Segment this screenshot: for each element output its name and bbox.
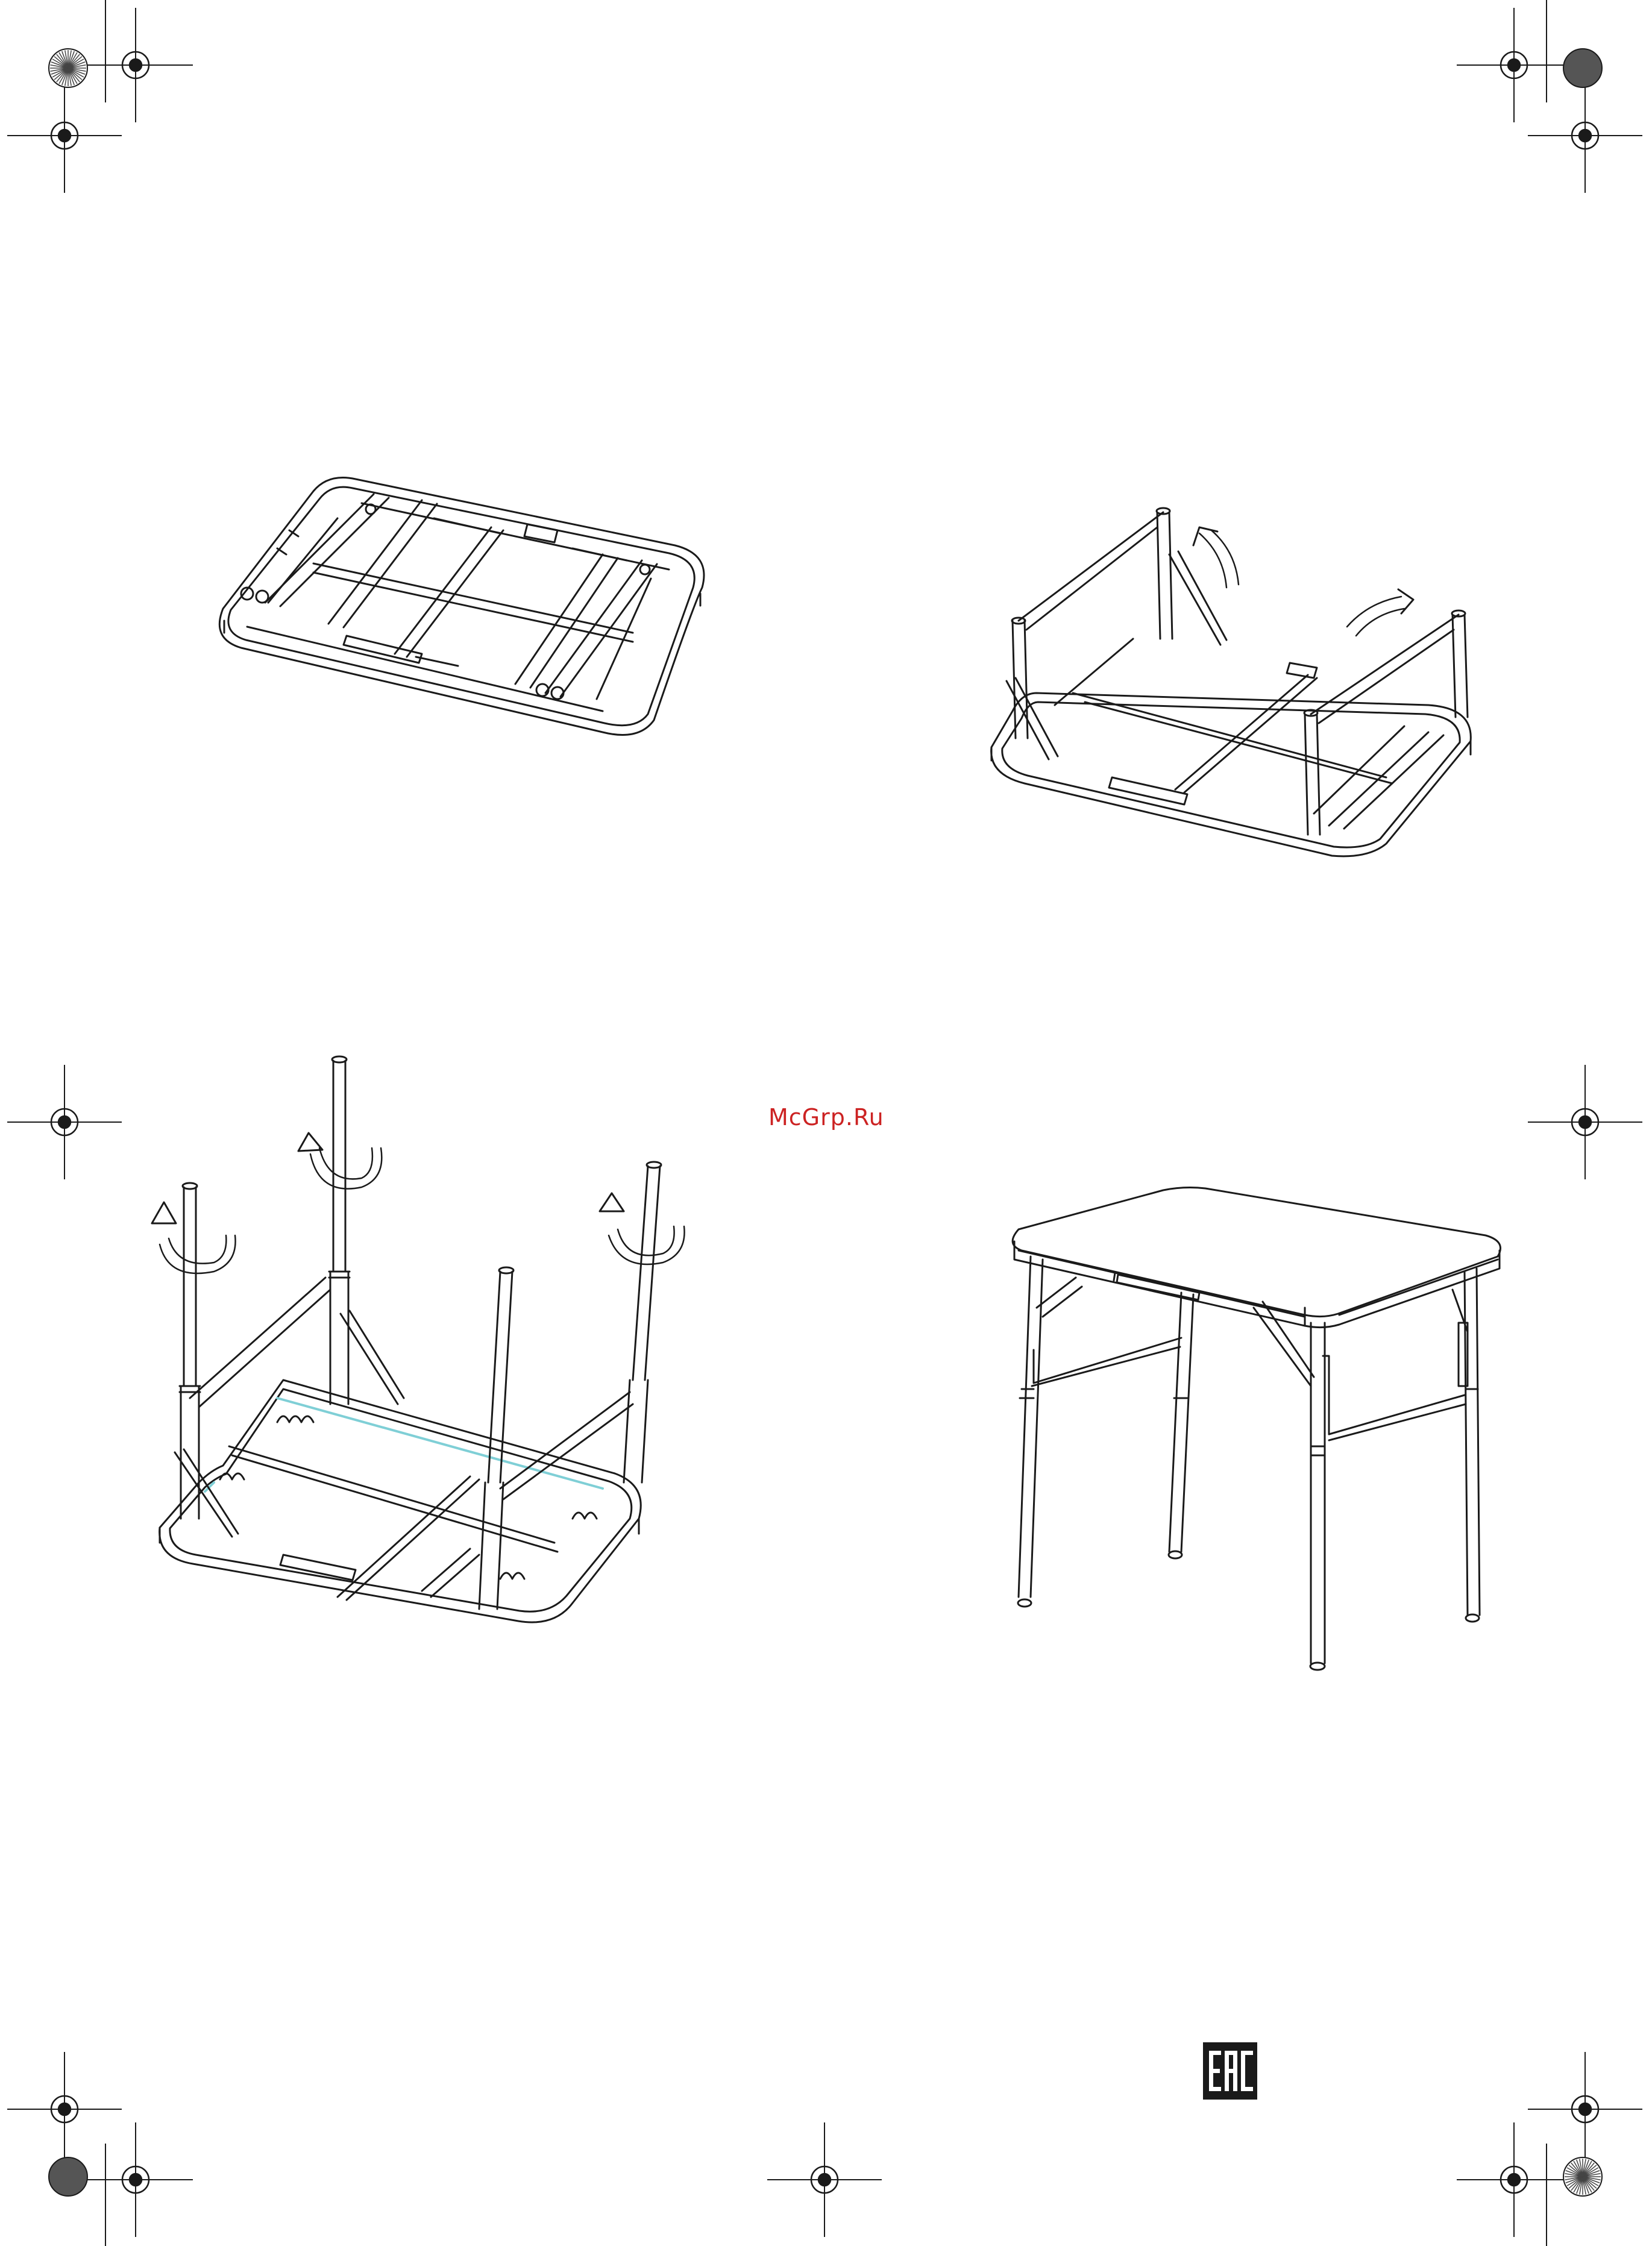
eac-certification-logo: [1203, 2042, 1257, 2100]
watermark-text: McGrp.Ru: [768, 1104, 895, 1131]
